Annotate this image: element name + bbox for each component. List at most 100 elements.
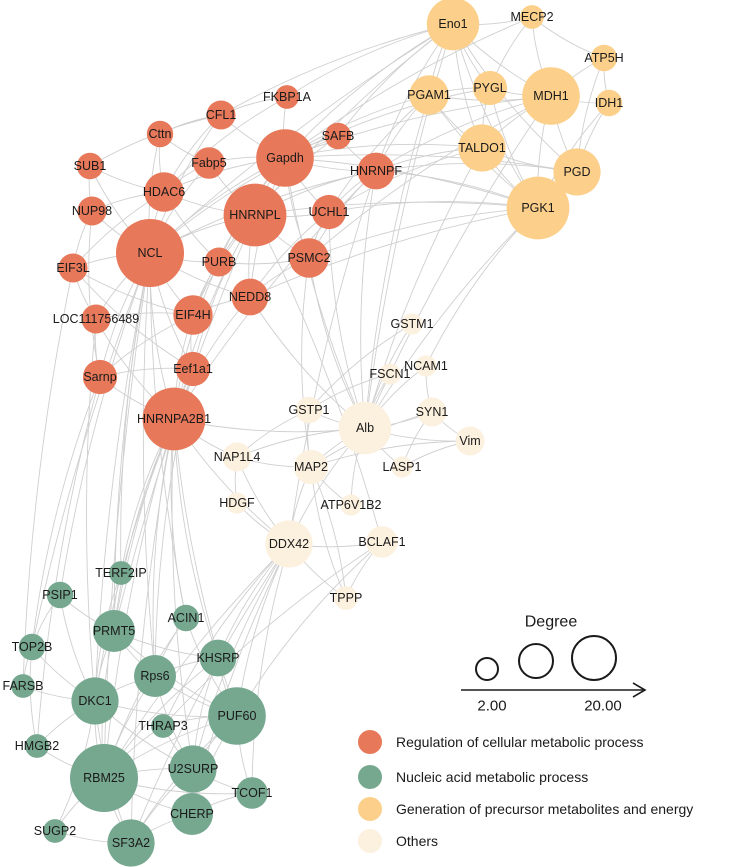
node-label-syn1: SYN1 bbox=[416, 405, 449, 419]
legend-label-regulation: Regulation of cellular metabolic process bbox=[396, 734, 643, 750]
node-circle-eif4h bbox=[173, 295, 213, 335]
node-rps6: Rps6 bbox=[134, 655, 176, 697]
node-label-nedd8: NEDD8 bbox=[229, 290, 271, 304]
node-label-mdh1: MDH1 bbox=[533, 89, 568, 103]
node-circle-loc111756489 bbox=[81, 304, 111, 334]
node-label-hdac6: HDAC6 bbox=[143, 185, 185, 199]
node-label-ncam1: NCAM1 bbox=[404, 359, 448, 373]
edge-taldo1-alb bbox=[364, 147, 483, 429]
node-nup98: NUP98 bbox=[72, 196, 112, 226]
node-circle-psmc2 bbox=[289, 238, 329, 278]
edge-hnrnpf-ddx42 bbox=[288, 170, 377, 545]
node-nap1l4: NAP1L4 bbox=[214, 442, 261, 472]
edge-hnrnpf-alb bbox=[360, 170, 377, 429]
node-label-taldo1: TALDO1 bbox=[458, 141, 506, 155]
node-label-nup98: NUP98 bbox=[72, 204, 112, 218]
node-circle-gstp1 bbox=[295, 396, 323, 424]
node-circle-cfl1 bbox=[206, 100, 236, 130]
node-label-alb: Alb bbox=[356, 421, 374, 435]
node-circle-fabp5 bbox=[193, 147, 225, 179]
edge-ncl-rps6 bbox=[142, 252, 156, 677]
node-circle-nap1l4 bbox=[222, 442, 252, 472]
node-label-tppp: TPPP bbox=[330, 591, 363, 605]
node-circle-cttn bbox=[146, 120, 174, 148]
node-label-sarnp: Sarnp bbox=[83, 370, 116, 384]
edge-eif3l-farsb bbox=[22, 267, 74, 687]
node-pgd: PGD bbox=[553, 148, 601, 196]
node-label-dkc1: DKC1 bbox=[78, 694, 111, 708]
node-atp5h: ATP5H bbox=[584, 44, 624, 72]
node-circle-pgk1 bbox=[506, 176, 570, 240]
node-circle-mdh1 bbox=[522, 67, 580, 125]
node-label-purb: PURB bbox=[202, 255, 237, 269]
node-label-u2surp: U2SURP bbox=[168, 762, 219, 776]
node-circle-nedd8 bbox=[231, 278, 269, 316]
node-loc111756489: LOC111756489 bbox=[53, 304, 139, 334]
node-circle-psip1 bbox=[46, 581, 74, 609]
node-khsrp: KHSRP bbox=[196, 639, 240, 677]
node-label-pgd: PGD bbox=[563, 165, 590, 179]
node-sugp2: SUGP2 bbox=[34, 819, 76, 843]
node-label-gstm1: GSTM1 bbox=[390, 317, 433, 331]
node-label-eef1a1: Eef1a1 bbox=[173, 362, 213, 376]
node-label-gstp1: GSTP1 bbox=[289, 403, 330, 417]
node-label-puf60: PUF60 bbox=[218, 709, 257, 723]
node-circle-syn1 bbox=[417, 397, 447, 427]
node-circle-khsrp bbox=[199, 639, 237, 677]
legend-label-others: Others bbox=[396, 833, 438, 849]
node-label-idh1: IDH1 bbox=[595, 96, 624, 110]
node-hmgb2: HMGB2 bbox=[15, 734, 59, 758]
node-circle-farsb bbox=[11, 674, 35, 698]
node-hdac6: HDAC6 bbox=[143, 172, 185, 212]
edge-hnrnpa2b1-puf60 bbox=[173, 418, 238, 717]
edge-ncl-psip1 bbox=[59, 252, 151, 596]
node-circle-sugp2 bbox=[43, 819, 67, 843]
node-psip1: PSIP1 bbox=[42, 581, 78, 609]
node-psmc2: PSMC2 bbox=[287, 238, 331, 278]
node-hnrnpf: HNRNPF bbox=[350, 152, 402, 190]
node-fabp5: Fabp5 bbox=[191, 147, 227, 179]
legend-label-nucleic: Nucleic acid metabolic process bbox=[396, 769, 588, 785]
legend-swatch-nucleic bbox=[358, 765, 382, 789]
node-circle-mecp2 bbox=[520, 5, 544, 29]
node-circle-thrap3 bbox=[151, 714, 175, 738]
node-gapdh: Gapdh bbox=[256, 129, 314, 187]
node-circle-tcof1 bbox=[236, 777, 268, 809]
node-label-eno1: Eno1 bbox=[438, 17, 467, 31]
node-acin1: ACIN1 bbox=[168, 604, 204, 632]
node-label-uchl1: UCHL1 bbox=[309, 205, 350, 219]
node-idh1: IDH1 bbox=[595, 89, 624, 117]
category-legend: Regulation of cellular metabolic process… bbox=[358, 730, 693, 853]
node-gstp1: GSTP1 bbox=[289, 396, 330, 424]
node-label-map2: MAP2 bbox=[294, 460, 328, 474]
legend-swatch-generation bbox=[358, 797, 382, 821]
node-circle-eif3l bbox=[58, 253, 88, 283]
node-circle-terf2ip bbox=[109, 561, 133, 585]
node-circle-sub1 bbox=[76, 152, 104, 180]
edge-hnrnpa2b1-rps6 bbox=[152, 418, 175, 677]
node-label-rbm25: RBM25 bbox=[83, 771, 125, 785]
node-label-lasp1: LASP1 bbox=[383, 460, 422, 474]
degree-legend-arrowhead-icon bbox=[632, 682, 647, 698]
node-fkbp1a: FKBP1A bbox=[263, 85, 312, 109]
edge-uchl1-alb bbox=[328, 211, 366, 429]
node-label-mecp2: MECP2 bbox=[510, 10, 553, 24]
node-circle-gapdh bbox=[256, 129, 314, 187]
edge-vim-map2 bbox=[310, 440, 471, 468]
edge-sarnp-hmgb2 bbox=[36, 376, 101, 747]
node-bclaf1: BCLAF1 bbox=[358, 526, 406, 558]
node-mdh1: MDH1 bbox=[522, 67, 580, 125]
node-circle-hmgb2 bbox=[25, 734, 49, 758]
node-circle-sf3a2 bbox=[107, 819, 155, 867]
node-circle-eno1 bbox=[426, 0, 480, 51]
node-gstm1: GSTM1 bbox=[390, 313, 434, 335]
node-label-nap1l4: NAP1L4 bbox=[214, 450, 261, 464]
node-circle-vim bbox=[455, 426, 485, 456]
edge-gstm1-gstp1 bbox=[308, 323, 413, 411]
node-pgam1: PGAM1 bbox=[407, 75, 451, 115]
node-circle-cherp bbox=[171, 793, 213, 835]
node-label-pygl: PYGL bbox=[473, 81, 506, 95]
node-purb: PURB bbox=[202, 247, 237, 277]
edge-eno1-cfl1 bbox=[220, 23, 454, 116]
